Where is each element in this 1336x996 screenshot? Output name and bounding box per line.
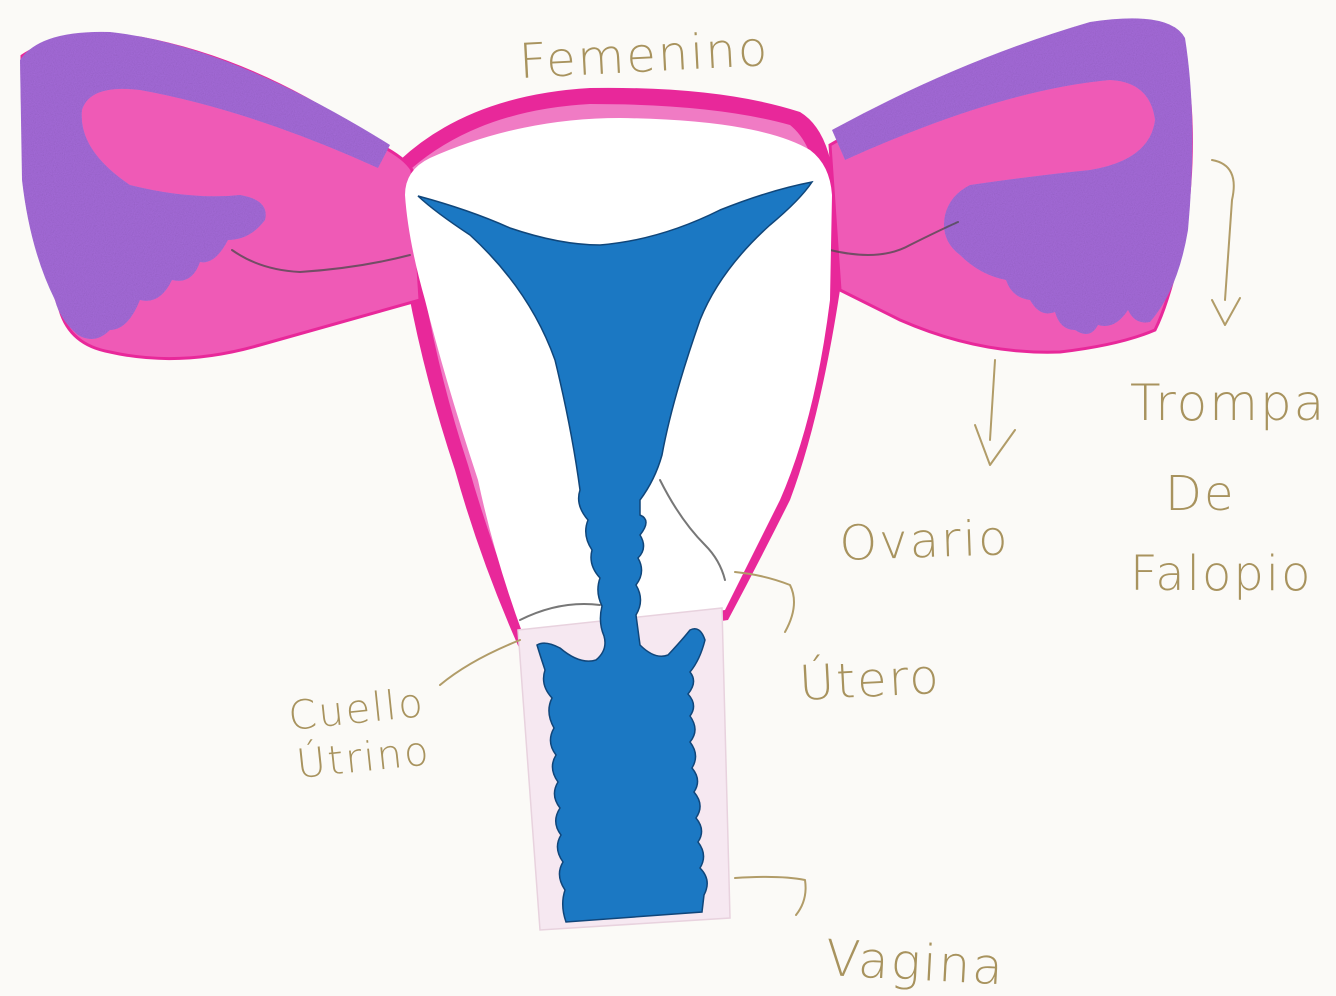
leader-vagina: [735, 877, 806, 915]
label-utero: Útero: [798, 648, 942, 712]
leader-cuello: [440, 640, 520, 685]
label-ovario: Ovario: [838, 510, 1010, 572]
title-fragment: Femenino: [518, 21, 771, 90]
label-trompa-line1: Trompa: [1130, 374, 1326, 432]
leader-trompa: [1212, 160, 1240, 325]
label-vagina: Vagina: [824, 929, 1006, 996]
label-trompa-line3: Falopio: [1130, 546, 1313, 602]
label-trompa-line2: De: [1165, 466, 1236, 522]
leader-ovario: [975, 360, 1015, 465]
